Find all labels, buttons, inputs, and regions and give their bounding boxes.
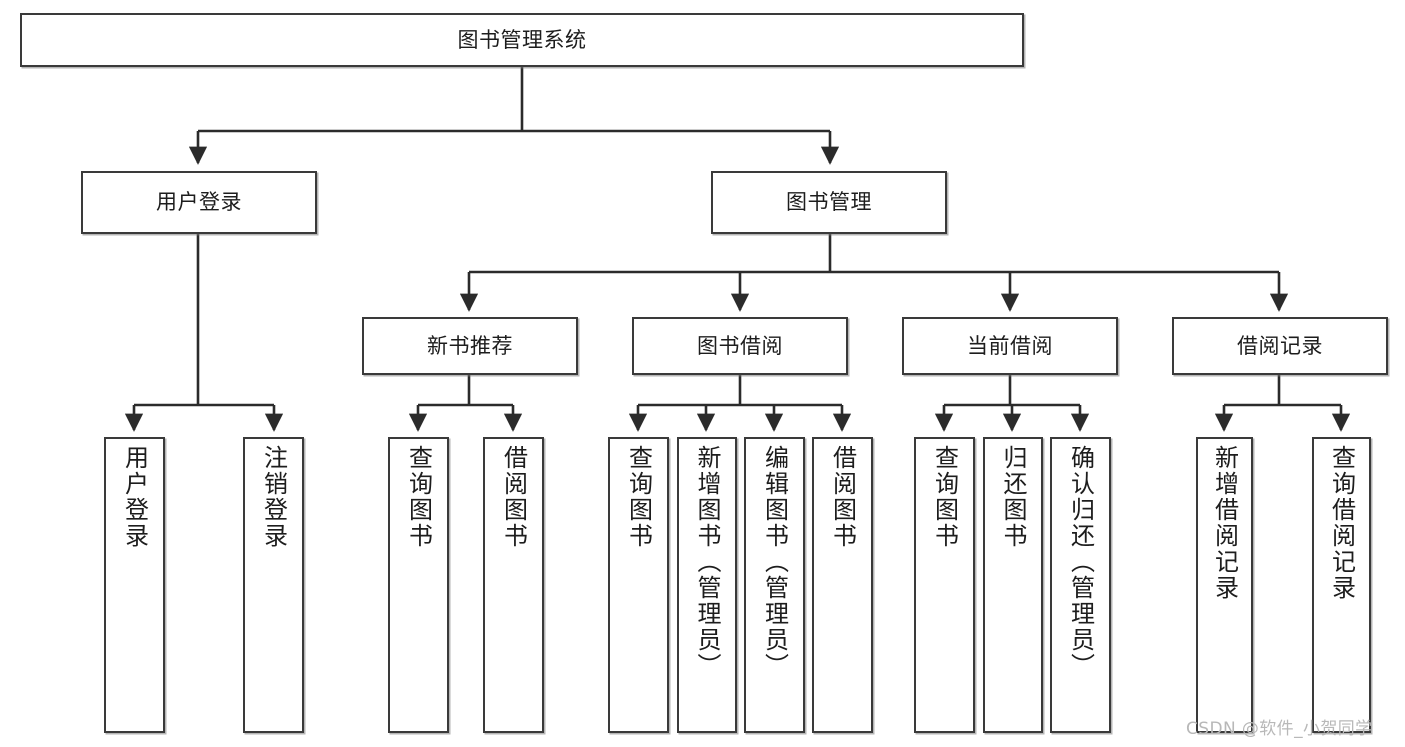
node-label: 查询图书	[624, 445, 653, 549]
node-new-book-recommendation[interactable]: 新书推荐	[362, 317, 578, 375]
node-root-system[interactable]: 图书管理系统	[20, 13, 1024, 67]
node-label: 当前借阅	[967, 333, 1053, 358]
node-label: 查询图书	[930, 445, 959, 549]
node-label: 确认归还（管理员）	[1066, 445, 1095, 679]
node-leaf-query-book-3[interactable]: 查询图书	[914, 437, 975, 733]
node-label: 图书借阅	[697, 333, 783, 358]
node-label: 借阅图书	[828, 445, 857, 549]
node-label: 查询图书	[404, 445, 433, 549]
node-book-management[interactable]: 图书管理	[711, 171, 947, 234]
node-label: 查询借阅记录	[1327, 445, 1356, 601]
node-label: 新增图书（管理员）	[693, 445, 721, 679]
node-label: 图书管理	[786, 190, 872, 215]
node-leaf-borrow-book-1[interactable]: 借阅图书	[483, 437, 544, 733]
node-leaf-logout[interactable]: 注销登录	[243, 437, 304, 733]
node-leaf-query-book-2[interactable]: 查询图书	[608, 437, 669, 733]
node-label: 新书推荐	[427, 333, 513, 358]
node-label: 用户登录	[156, 190, 242, 215]
node-label: 新增借阅记录	[1210, 445, 1239, 601]
node-book-borrow[interactable]: 图书借阅	[632, 317, 848, 375]
node-leaf-user-login[interactable]: 用户登录	[104, 437, 165, 733]
node-borrow-record[interactable]: 借阅记录	[1172, 317, 1388, 375]
node-label: 注销登录	[259, 445, 288, 549]
node-label: 图书管理系统	[457, 27, 587, 52]
node-current-borrow[interactable]: 当前借阅	[902, 317, 1118, 375]
node-leaf-edit-book[interactable]: 编辑图书（管理员）	[744, 437, 805, 733]
node-label: 归还图书	[999, 445, 1027, 549]
node-label: 借阅图书	[499, 445, 528, 549]
csdn-watermark: CSDN @软件_小贺同学	[1186, 719, 1373, 739]
node-leaf-borrow-book-2[interactable]: 借阅图书	[812, 437, 873, 733]
node-leaf-return-book[interactable]: 归还图书	[983, 437, 1043, 733]
node-label: 借阅记录	[1237, 333, 1323, 358]
node-user-login[interactable]: 用户登录	[81, 171, 317, 234]
node-leaf-query-book-1[interactable]: 查询图书	[388, 437, 449, 733]
node-label: 编辑图书（管理员）	[760, 445, 789, 679]
node-leaf-add-record[interactable]: 新增借阅记录	[1196, 437, 1253, 733]
node-leaf-add-book[interactable]: 新增图书（管理员）	[677, 437, 737, 733]
node-leaf-confirm-return[interactable]: 确认归还（管理员）	[1050, 437, 1111, 733]
node-label: 用户登录	[120, 445, 149, 549]
node-leaf-query-record[interactable]: 查询借阅记录	[1312, 437, 1371, 733]
